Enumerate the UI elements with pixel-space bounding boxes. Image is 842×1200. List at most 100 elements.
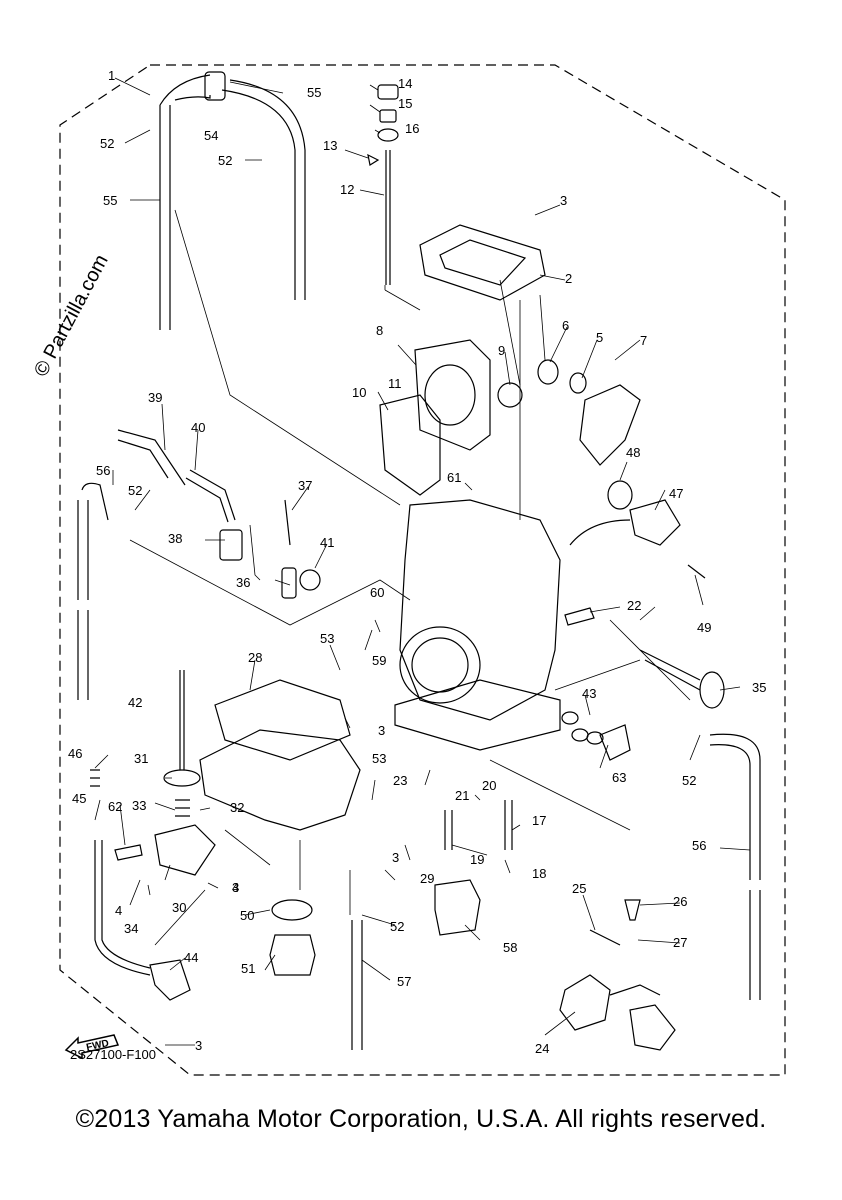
oring-50 — [271, 899, 313, 921]
assembly-boundary — [59, 64, 786, 1076]
callout-52: 52 — [390, 919, 404, 934]
callout-28: 28 — [248, 650, 262, 665]
callout-9: 9 — [498, 343, 505, 358]
washer-6 — [537, 359, 559, 385]
screw-49 — [687, 564, 706, 579]
callout-17: 17 — [532, 813, 546, 828]
clip-16 — [377, 128, 399, 142]
cap-14 — [377, 84, 399, 100]
valve-38 — [219, 529, 243, 561]
callout-21: 21 — [455, 788, 469, 803]
sensor-44 — [149, 959, 191, 1001]
callout-49: 49 — [697, 620, 711, 635]
gasket-10 — [379, 394, 441, 496]
valve-26 — [624, 899, 641, 921]
cover-30 — [154, 824, 216, 876]
callout-35: 35 — [752, 680, 766, 695]
callout-56: 56 — [692, 838, 706, 853]
group-outline — [129, 209, 691, 946]
spring-37 — [284, 499, 291, 546]
cap-41 — [299, 569, 321, 591]
callout-27: 27 — [673, 935, 687, 950]
callout-34: 34 — [124, 921, 138, 936]
spring-15 — [379, 109, 397, 123]
callout-63: 63 — [612, 770, 626, 785]
callout-10: 10 — [352, 385, 366, 400]
jet-19 — [444, 810, 453, 850]
callout-24: 24 — [535, 1041, 549, 1056]
plug-9 — [497, 382, 523, 408]
callout-3: 3 — [195, 1038, 202, 1053]
callout-58: 58 — [503, 940, 517, 955]
screw-22 — [564, 607, 595, 626]
callout-50: 50 — [240, 908, 254, 923]
callout-23: 23 — [393, 773, 407, 788]
callout-45: 45 — [72, 791, 86, 806]
oring-43b — [571, 728, 589, 742]
cable-44 — [94, 840, 151, 976]
callout-30: 30 — [172, 900, 186, 915]
oring-48 — [607, 480, 633, 510]
callout-38: 38 — [168, 531, 182, 546]
callout-7: 7 — [640, 333, 647, 348]
oring-43a — [561, 711, 579, 725]
callout-22: 22 — [627, 598, 641, 613]
callout-54: 54 — [204, 128, 218, 143]
hose-55-right — [221, 79, 306, 300]
callout-labels: 1233333445678910111213141516171819202122… — [68, 68, 766, 1056]
diaphragm-31 — [163, 769, 201, 787]
callout-12: 12 — [340, 182, 354, 197]
callout-14: 14 — [398, 76, 412, 91]
callout-60: 60 — [370, 585, 384, 600]
callout-3: 3 — [232, 880, 239, 895]
hose-55-left — [159, 74, 211, 330]
callout-39: 39 — [148, 390, 162, 405]
callout-3: 3 — [560, 193, 567, 208]
hose-55-mid — [174, 95, 211, 101]
copyright-notice: ©2013 Yamaha Motor Corporation, U.S.A. A… — [75, 1105, 767, 1133]
hose-57 — [351, 920, 363, 1050]
callout-62: 62 — [108, 799, 122, 814]
elbow-63 — [599, 724, 631, 761]
fitting-40 — [185, 469, 236, 523]
callout-13: 13 — [323, 138, 337, 153]
callout-2: 2 — [565, 271, 572, 286]
callout-53: 53 — [372, 751, 386, 766]
plate-62 — [114, 844, 143, 861]
callout-56: 56 — [96, 463, 110, 478]
plug-51 — [269, 934, 316, 976]
callout-33: 33 — [132, 798, 146, 813]
callout-29: 29 — [420, 871, 434, 886]
oring-43c — [586, 731, 604, 745]
callout-52: 52 — [682, 773, 696, 788]
callout-25: 25 — [572, 881, 586, 896]
callout-6: 6 — [562, 318, 569, 333]
hose-56-right — [709, 733, 761, 880]
float-58 — [434, 879, 481, 936]
callout-4: 4 — [115, 903, 122, 918]
fwd-arrow-icon: FWD — [64, 1034, 120, 1060]
spring-46 — [90, 769, 100, 787]
spring-33 — [175, 799, 190, 817]
callout-59: 59 — [372, 653, 386, 668]
callout-15: 15 — [398, 96, 412, 111]
callout-36: 36 — [236, 575, 250, 590]
gasket-28 — [214, 679, 351, 761]
callout-61: 61 — [447, 470, 461, 485]
callout-1: 1 — [108, 68, 115, 83]
callout-3: 3 — [392, 850, 399, 865]
callout-55: 55 — [103, 193, 117, 208]
hose-56-left — [77, 482, 109, 600]
throttle-body — [414, 339, 491, 451]
callout-43: 43 — [582, 686, 596, 701]
svg-text:FWD: FWD — [85, 1038, 110, 1053]
callout-18: 18 — [532, 866, 546, 881]
float-bowl — [199, 729, 361, 831]
callout-5: 5 — [596, 330, 603, 345]
callout-52: 52 — [128, 483, 142, 498]
carburetor-body — [399, 499, 561, 721]
callout-53: 53 — [320, 631, 334, 646]
jet-17 — [504, 800, 513, 850]
fitting-39 — [117, 429, 186, 486]
